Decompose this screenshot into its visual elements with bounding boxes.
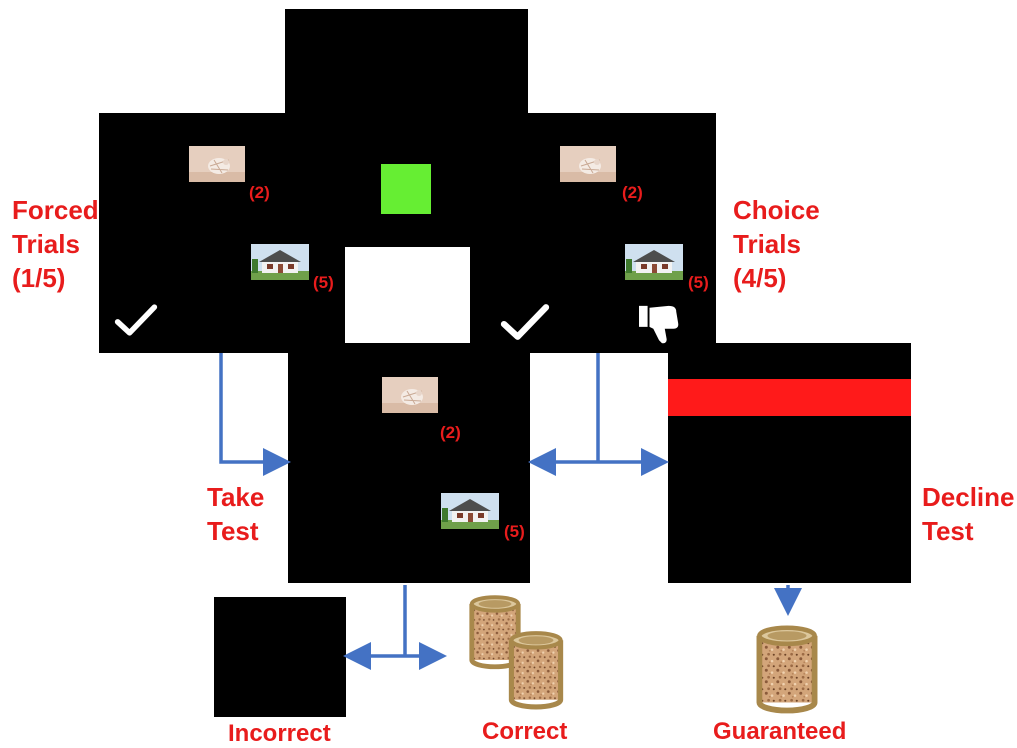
choice-trials-label: Choice Trials (4/5)	[733, 195, 820, 293]
forced-trials-label: Forced Trials (1/5)	[12, 195, 99, 293]
green-square-icon	[381, 164, 431, 214]
incorrect-label: Incorrect	[228, 720, 331, 747]
forced-to-test-arrow	[219, 353, 291, 476]
take-test-label: Take Test	[207, 482, 265, 546]
shell-reward-count: (2)	[440, 423, 461, 442]
forced-trials-screen: (2) (5)	[99, 113, 345, 353]
choice-trials-screen: (2) (5)	[470, 113, 716, 353]
correct-label: Correct	[482, 718, 568, 745]
shell-reward-count: (2)	[622, 183, 643, 202]
test-screen: (2) (5)	[288, 343, 530, 583]
decline-test-label: Decline Test	[922, 482, 1015, 546]
guaranteed-label: Guaranteed	[713, 718, 847, 745]
shell-reward-count: (2)	[249, 183, 270, 202]
house-reward-count: (5)	[504, 522, 525, 541]
decline-screen	[668, 343, 911, 583]
decline-red-bar	[668, 379, 911, 416]
house-reward-count: (5)	[313, 273, 334, 292]
house-reward-count: (5)	[688, 273, 709, 292]
incorrect-outcome-screen	[214, 597, 346, 717]
